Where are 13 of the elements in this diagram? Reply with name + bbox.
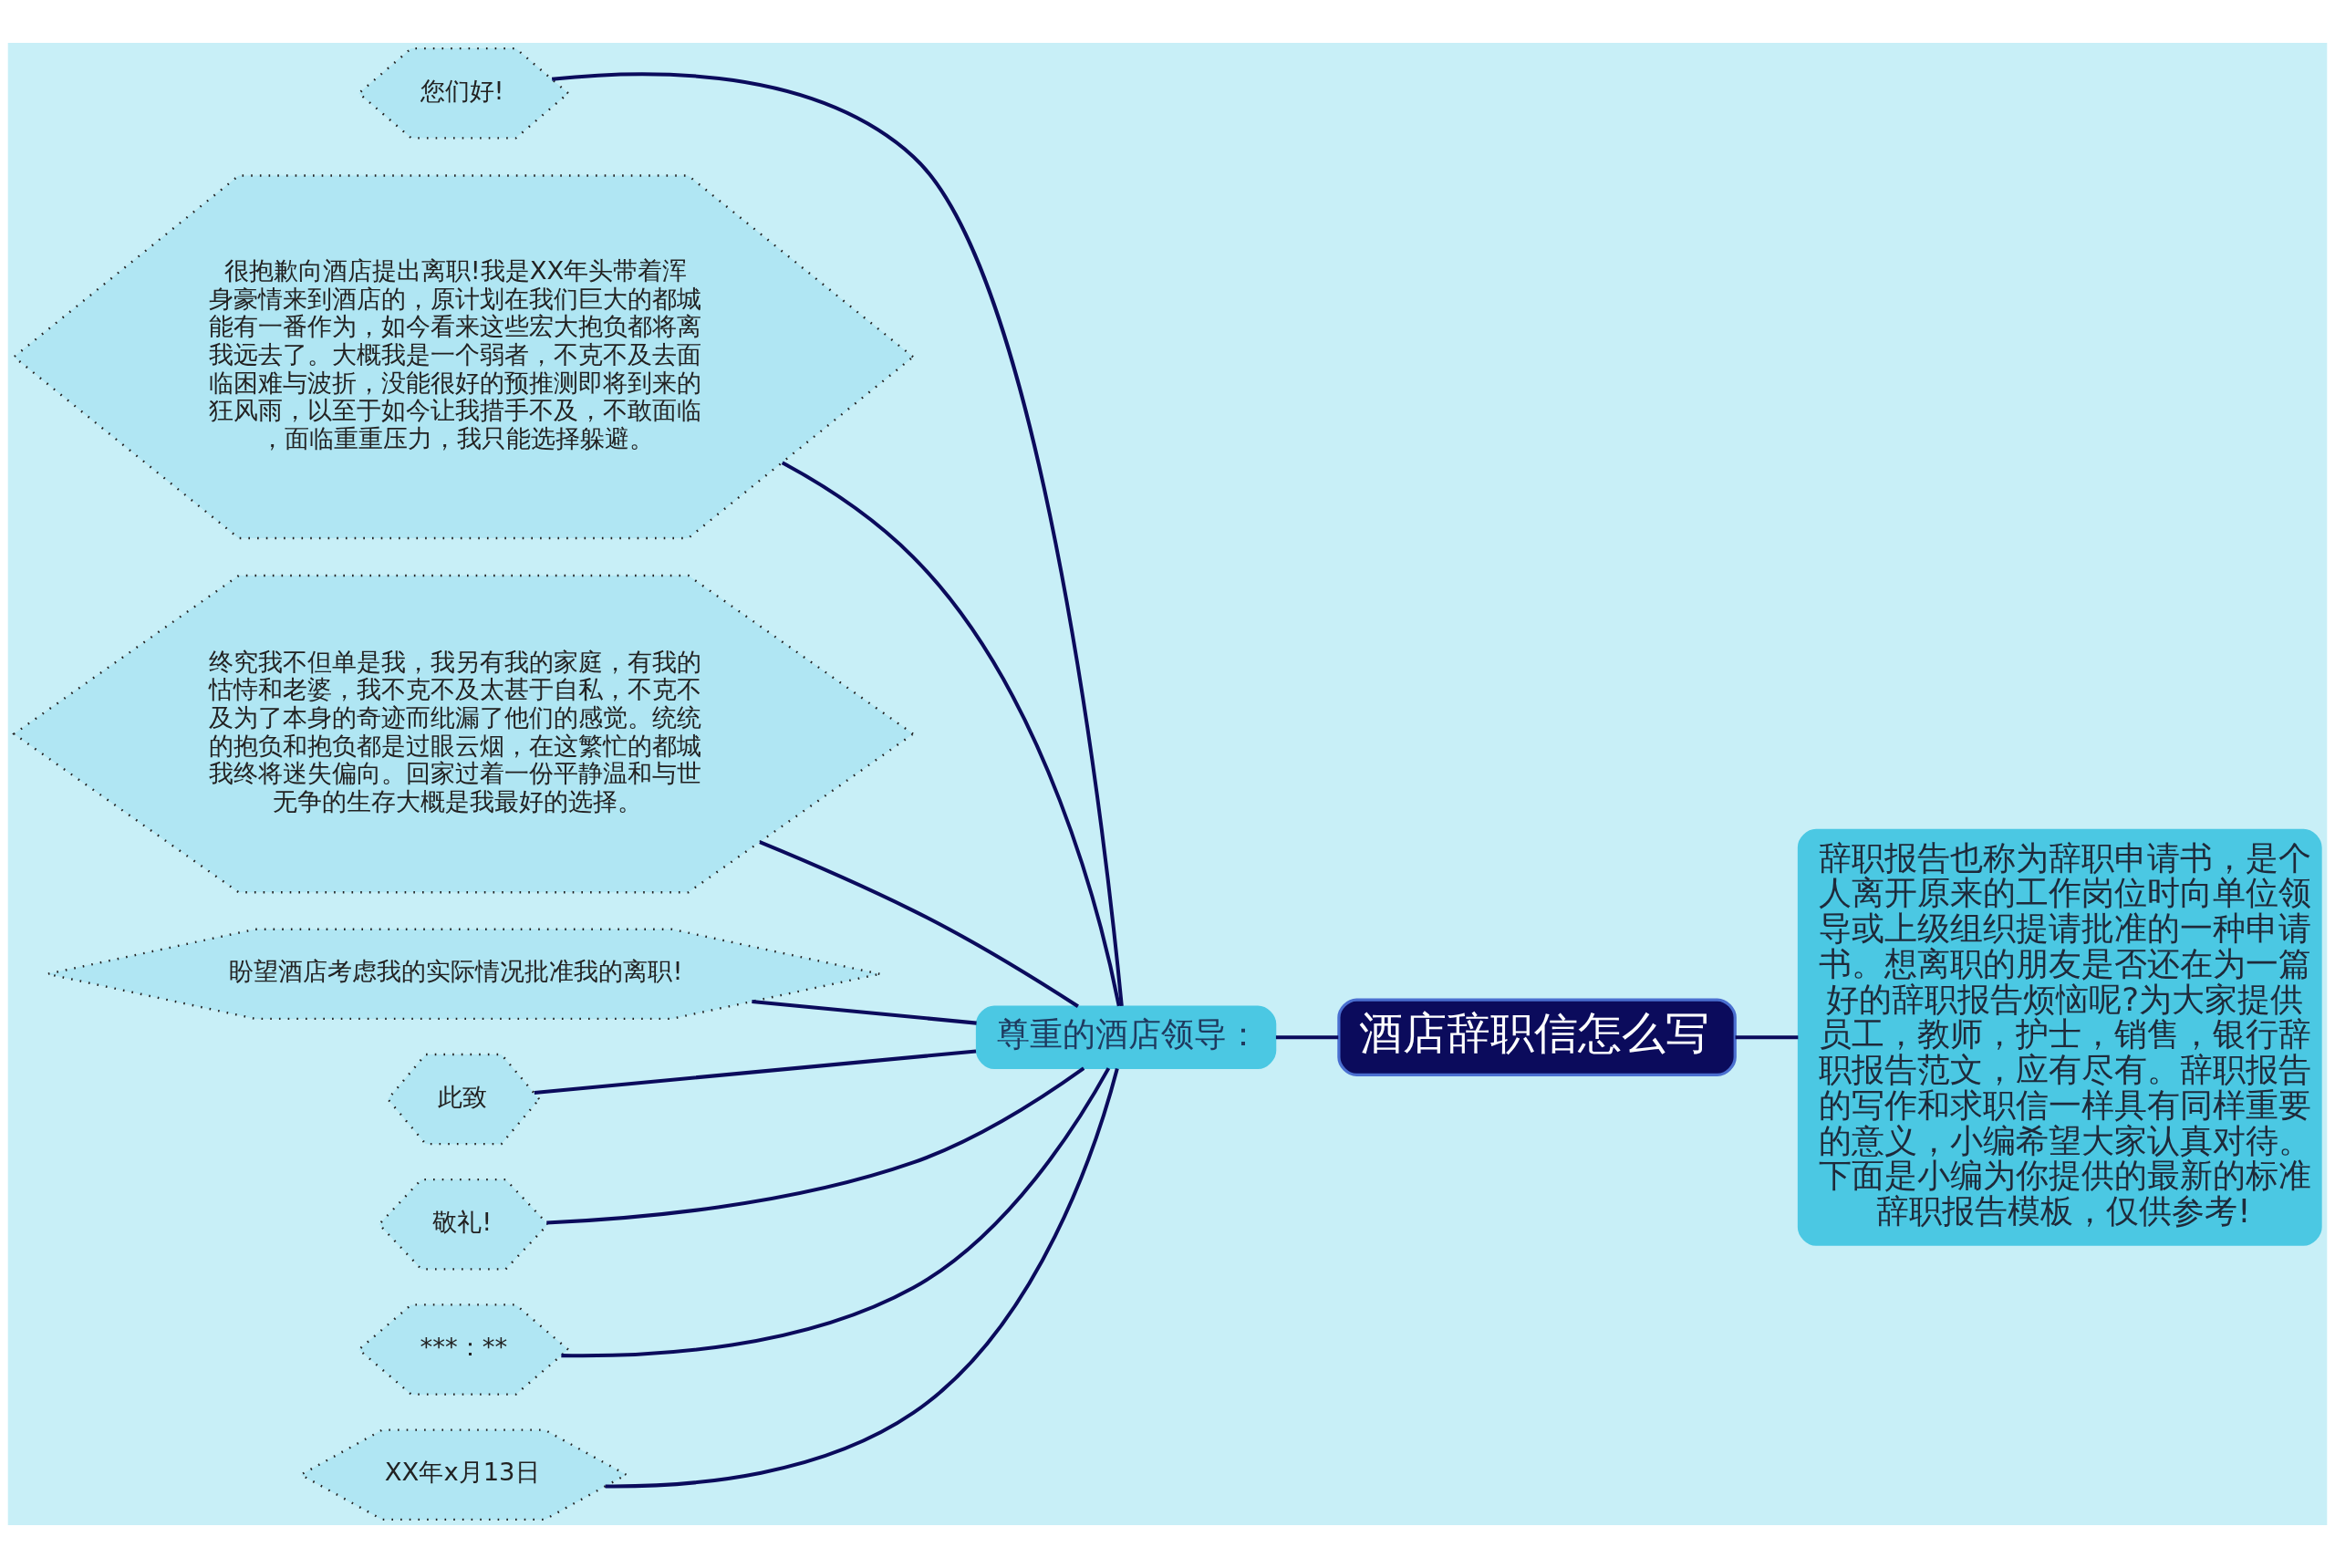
- connector: [605, 1067, 1119, 1489]
- connector: [546, 1066, 1085, 1225]
- node-box: 辞职报告也称为辞职申请书，是个人离开原来的工作岗位时向单位领导或上级组织提请批准的一种申请书。想离职的朋友是否还在为一篇好的辞职报告烦恼呢?为大家提供员工，教师，护士，销售，银行辞职报告范文，应有尽有。辞职报告的写作和求职信一样具有同样重要的意义，小编希望大家认真对待。下面是小编为你提供的最新的标准辞职报告模板，仅供参考!: [1797, 828, 2322, 1246]
- node-box: 尊重的酒店领导：: [975, 1005, 1277, 1069]
- connector: [1735, 1035, 1799, 1040]
- connector: [1275, 1035, 1339, 1040]
- connector: [534, 1049, 977, 1095]
- connector: [561, 1067, 1111, 1358]
- connector: [752, 999, 977, 1025]
- connector: [551, 72, 1124, 1007]
- connector: [781, 461, 1121, 1007]
- node-box: 酒店辞职信怎么写: [1337, 998, 1737, 1076]
- connector: [759, 840, 1079, 1008]
